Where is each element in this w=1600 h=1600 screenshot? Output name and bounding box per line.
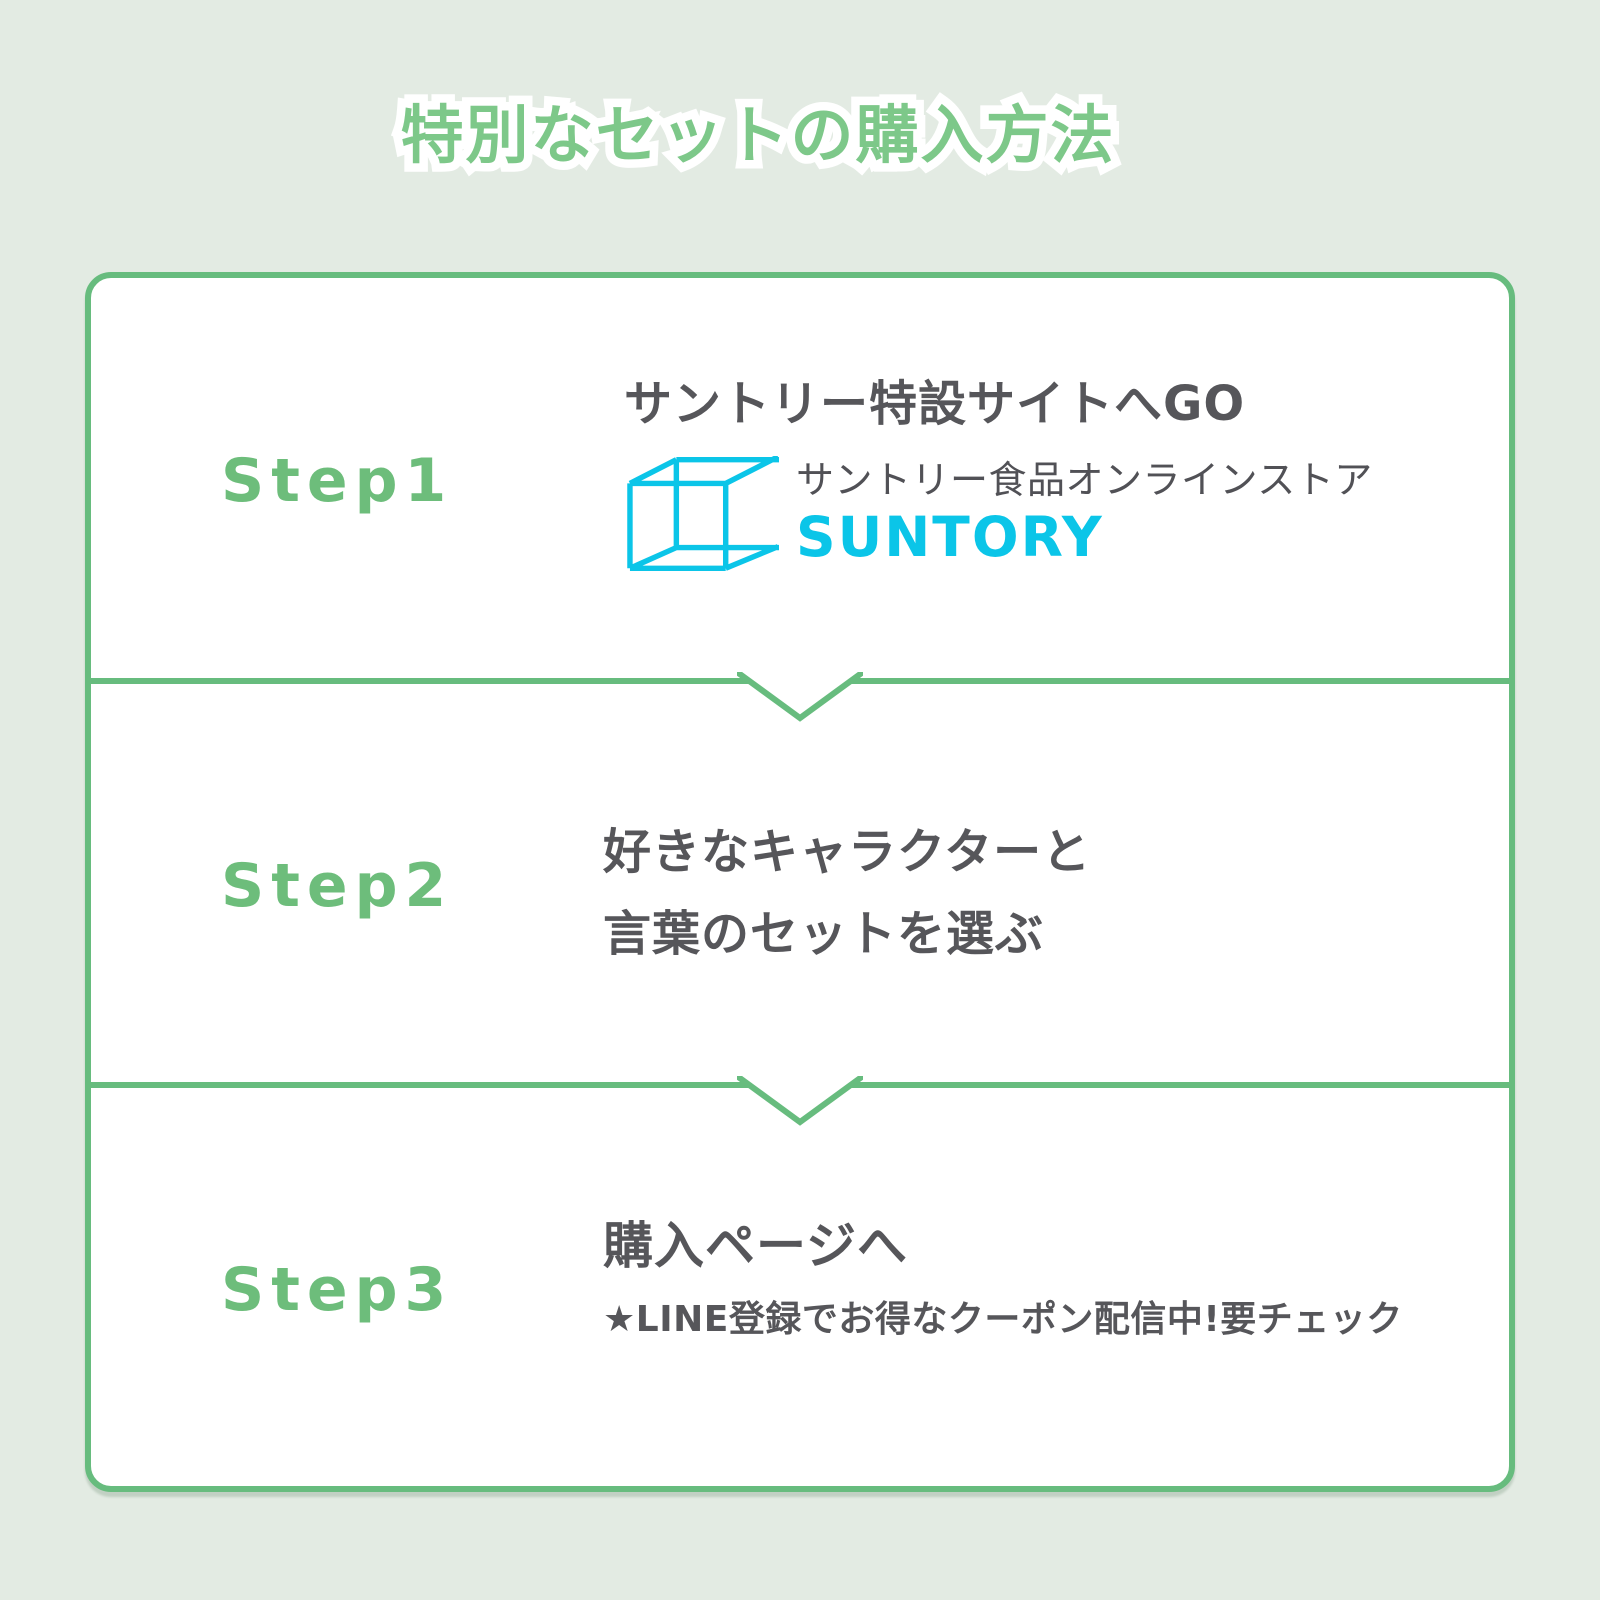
suntory-logo-text: サントリー食品オンラインストア SUNTORY: [796, 458, 1373, 569]
suntory-cube-icon: [627, 456, 779, 571]
step3-section: Step3 購入ページへ ★LINE登録でお得なクーポン配信中!要チェック: [91, 1088, 1509, 1486]
store-name-text: サントリー食品オンラインストア: [796, 458, 1373, 502]
page-title-outline: 特別なセットの購入方法: [392, 90, 1122, 180]
step2-text-line2: 言葉のセットを選ぶ: [603, 906, 1045, 962]
page-title: 特別なセットの購入方法 特別なセットの購入方法: [0, 90, 1516, 180]
step3-heading: 購入ページへ: [603, 1217, 908, 1275]
step2-text-line1: 好きなキャラクターと: [603, 824, 1092, 880]
chevron-down-notch: [737, 1076, 863, 1126]
page-title-text: 特別なセットの購入方法: [400, 99, 1116, 172]
step2-label: Step2: [221, 850, 454, 921]
suntory-online-store-logo: サントリー食品オンラインストア SUNTORY: [627, 454, 1373, 572]
step3-line-coupon-note: ★LINE登録でお得なクーポン配信中!要チェック: [603, 1299, 1403, 1340]
step1-label: Step1: [221, 445, 454, 516]
step2-text: 好きなキャラクターと 言葉のセットを選ぶ: [603, 811, 1091, 975]
step2-section: Step2 好きなキャラクターと 言葉のセットを選ぶ: [91, 684, 1509, 1126]
suntory-wordmark: SUNTORY: [796, 504, 1104, 569]
step1-heading: サントリー特設サイトへGO: [624, 376, 1246, 432]
chevron-down-notch: [737, 672, 863, 722]
step3-label: Step3: [221, 1254, 454, 1325]
step1-section: Step1 サントリー特設サイトへGO サントリー食品オンラインストア SUNT…: [91, 278, 1509, 722]
steps-panel: Step1 サントリー特設サイトへGO サントリー食品オンラインストア SUNT…: [85, 272, 1515, 1492]
